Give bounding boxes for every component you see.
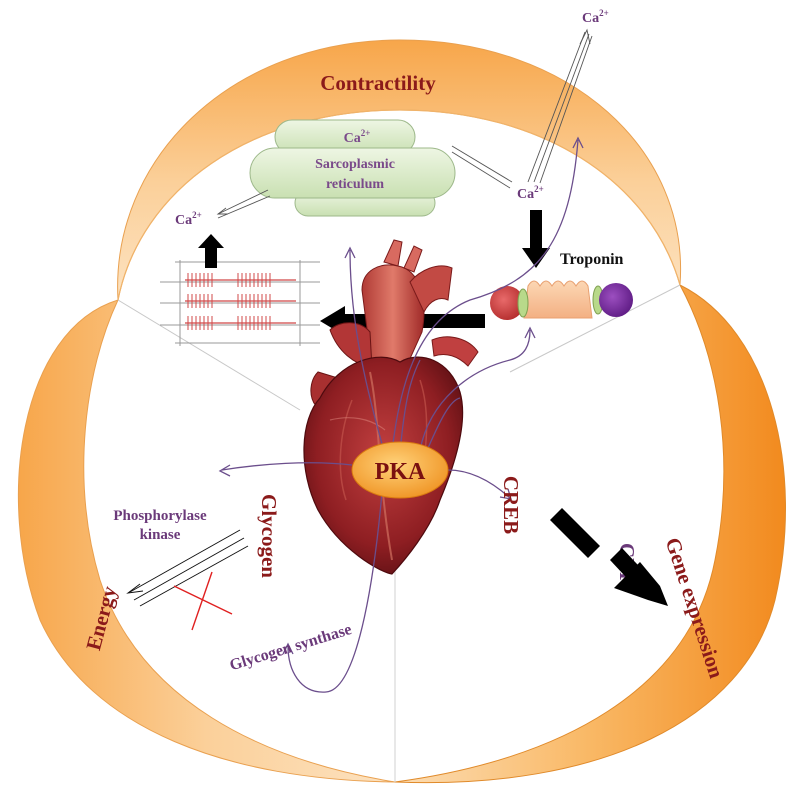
ca-to-troponin-arrow xyxy=(522,210,550,268)
ca-flux-arrows xyxy=(216,28,593,219)
energy-band xyxy=(17,299,396,783)
pka-node xyxy=(351,441,449,499)
glycogen-flux-arrows xyxy=(126,529,249,607)
creb-to-gene-expression-arrow xyxy=(550,508,668,606)
sarcoplasmic-reticulum: Ca2+ Sarcoplasmic reticulum xyxy=(249,119,456,217)
sr-label-line2: reticulum xyxy=(326,177,384,192)
sr-ca-label: Ca2+ xyxy=(344,128,371,146)
sarcomere-to-ca-arrow xyxy=(198,234,224,268)
sarcomere-icon xyxy=(160,260,320,346)
sr-label-line1: Sarcoplasmic xyxy=(315,157,395,172)
gene-expression-band xyxy=(394,283,786,784)
glycogen-label: Glycogen xyxy=(257,494,281,578)
pka-signaling-lines xyxy=(218,136,584,693)
creb-label: CREB xyxy=(499,476,523,534)
ca-mid-label: Ca2+ xyxy=(517,184,544,202)
ca-left-label: Ca2+ xyxy=(175,210,202,228)
troponin-label: Troponin xyxy=(560,251,624,268)
inhibition-cross-icon xyxy=(173,571,233,631)
pka-label: PKA xyxy=(375,459,426,485)
contractility-title: Contractility xyxy=(320,71,436,95)
heart-illustration xyxy=(303,239,479,575)
troponin-complex-icon xyxy=(490,280,633,320)
ca-top-label: Ca2+ xyxy=(582,8,609,26)
